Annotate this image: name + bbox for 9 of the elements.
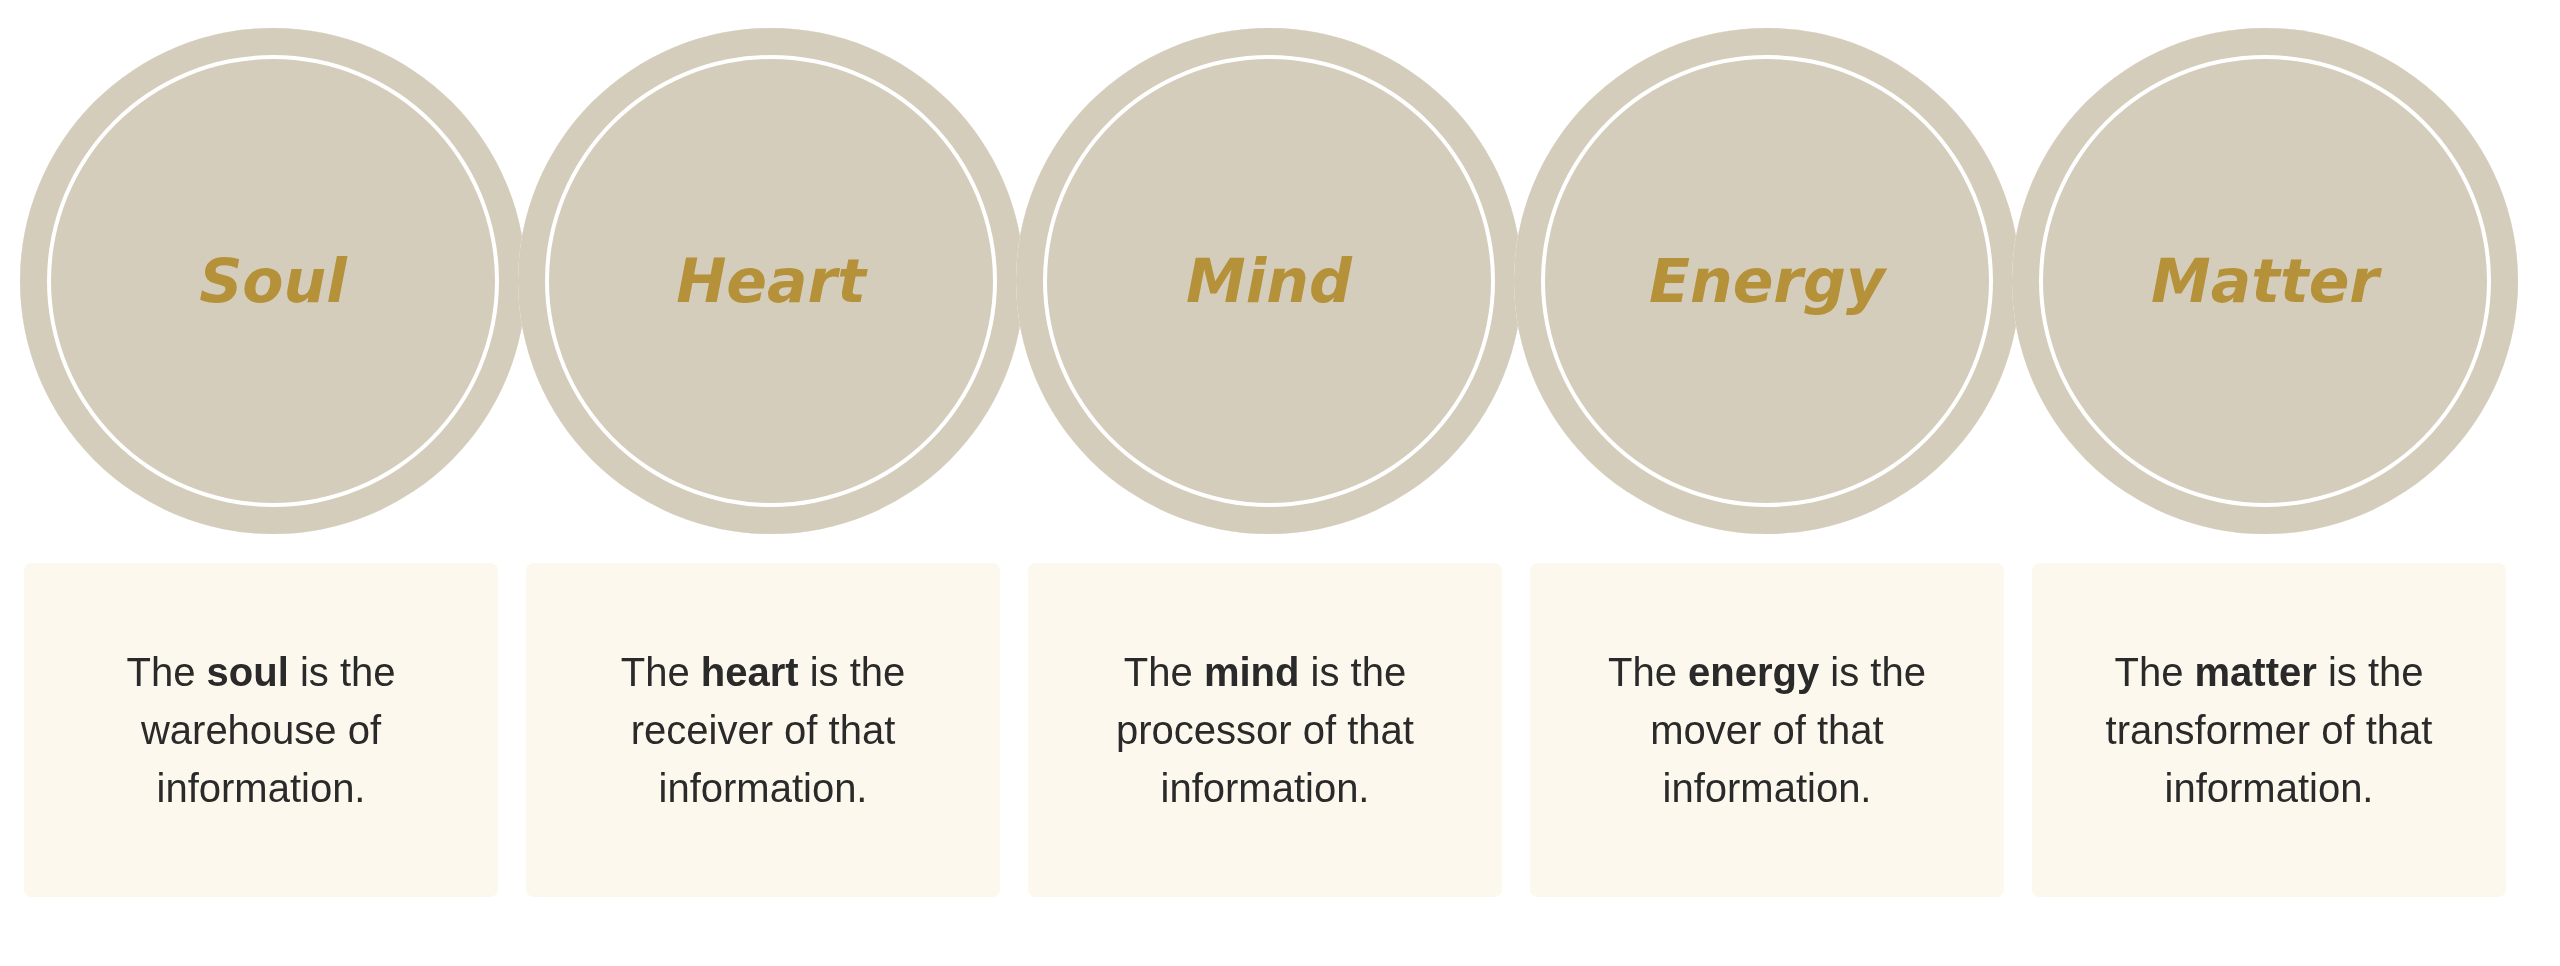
- circle-title: Energy: [1648, 246, 1885, 316]
- description-text: The mind is the processor of that information.: [1115, 649, 1415, 812]
- description-text: The energy is the mover of that information.: [1607, 649, 1927, 812]
- description-text: The soul is the warehouse of information.: [125, 649, 397, 812]
- circle-title: Soul: [199, 246, 347, 316]
- circle-title: Heart: [676, 246, 866, 316]
- description-text: The matter is the transformer of that information.: [2104, 649, 2434, 812]
- description-text: The heart is the receiver of that information.: [619, 649, 907, 812]
- circle-title: Mind: [1186, 246, 1352, 316]
